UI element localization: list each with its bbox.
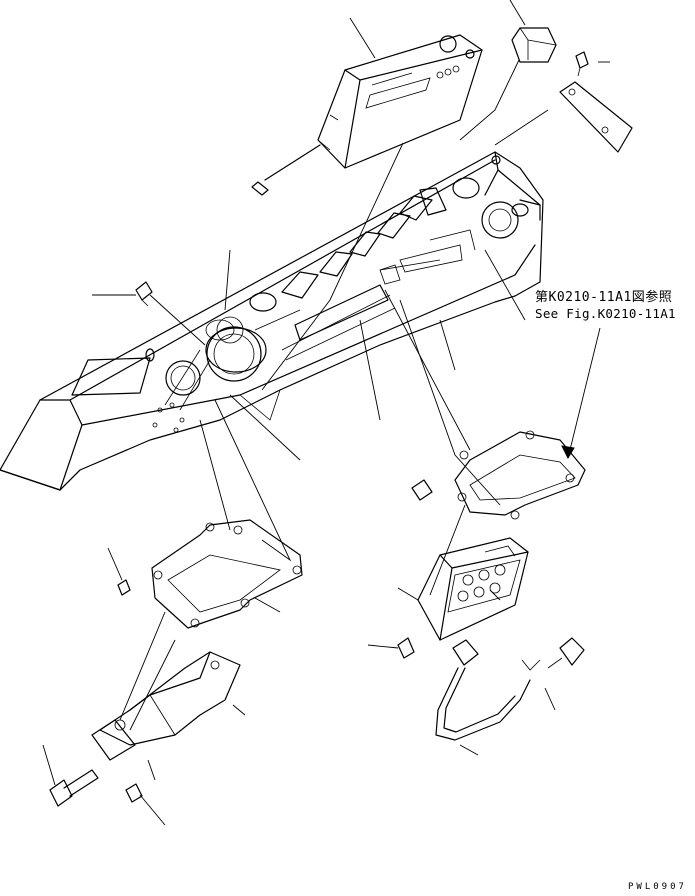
drawing-code: PWL0907 [628, 882, 687, 892]
control-panel-unit [398, 538, 528, 658]
wiring-harness [165, 260, 440, 410]
left-bolt [136, 282, 152, 306]
connector-block [512, 28, 556, 62]
top-right-bracket [560, 52, 632, 152]
reference-arrow [562, 446, 574, 458]
lower-left-bracket [50, 652, 240, 806]
reference-label-japanese: 第K0210-11A1図参照 [535, 290, 673, 305]
sub-harness [436, 638, 584, 740]
leader-lines [43, 0, 610, 825]
left-mounting-plate [118, 520, 302, 628]
switch-openings [250, 178, 479, 311]
right-mounting-plate [412, 431, 585, 519]
console-panel [0, 152, 543, 490]
radio-unit [252, 35, 482, 195]
reference-label-english: See Fig.K0210-11A1 [535, 306, 676, 321]
